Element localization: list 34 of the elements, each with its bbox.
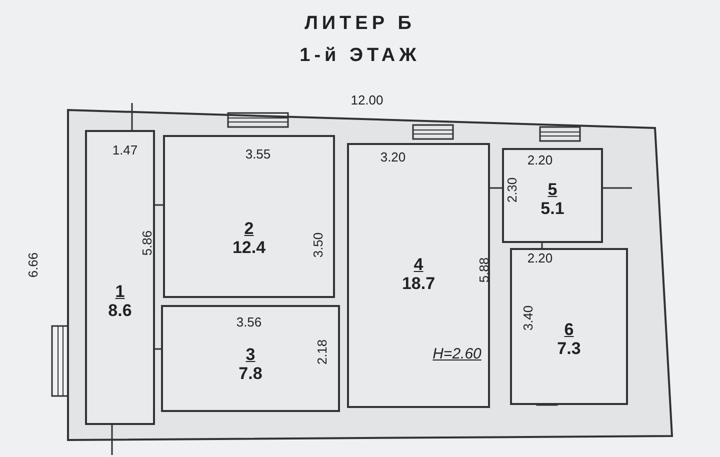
room-outline <box>161 305 340 412</box>
room-number: 2 <box>244 219 254 238</box>
ceiling-height-label: H=2.60 <box>432 346 482 362</box>
dimension-label: 3.56 <box>236 314 262 330</box>
dimension-label: 5.86 <box>140 230 154 256</box>
dimension-label: 2.20 <box>527 250 553 266</box>
dimension-label: 12.00 <box>350 92 384 108</box>
room-outline <box>347 143 490 408</box>
room-number: 1 <box>115 282 125 301</box>
room-area: 5.1 <box>540 199 564 218</box>
room-area: 8.6 <box>108 301 132 320</box>
room-area: 7.8 <box>238 364 262 383</box>
dimension-label: 2.18 <box>314 339 330 365</box>
dimension-label: 3.50 <box>310 232 326 258</box>
dimension-label: 3.55 <box>245 146 271 162</box>
room-outline <box>502 148 603 243</box>
room-number: 6 <box>564 320 574 339</box>
dimension-label: 6.66 <box>26 252 40 278</box>
room-area: 7.3 <box>557 339 581 358</box>
room-area: 18.7 <box>402 274 436 293</box>
room-number: 3 <box>246 345 256 364</box>
dimension-label: 3.40 <box>520 305 536 331</box>
room-area: 12.4 <box>232 238 266 257</box>
dimension-label: 1.47 <box>112 142 138 158</box>
dimension-label: 5.88 <box>476 257 492 283</box>
room-number: 4 <box>414 255 424 274</box>
room-number: 5 <box>548 180 558 199</box>
dimension-label: 2.20 <box>527 152 553 168</box>
dimension-label: 2.30 <box>504 177 520 203</box>
dimension-label: 3.20 <box>380 150 406 164</box>
room-outline <box>85 130 155 425</box>
plan-title: ЛИТЕР Б 1-й ЭТАЖ <box>298 12 422 68</box>
room-outline <box>510 248 628 405</box>
room-outline <box>163 135 335 298</box>
